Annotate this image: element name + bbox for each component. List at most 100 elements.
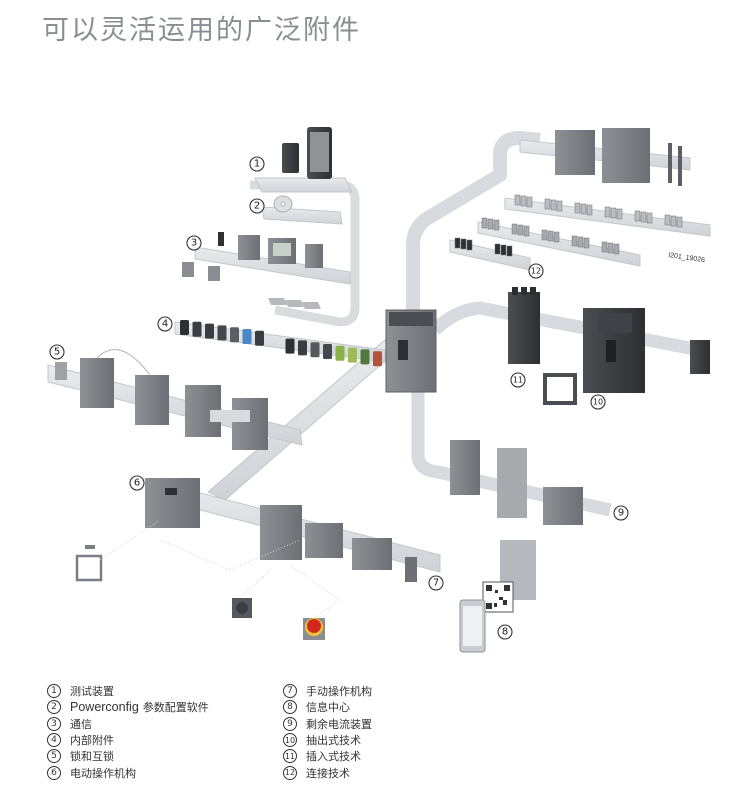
internal-accessory-module [192, 321, 202, 337]
connection-terminal [646, 212, 653, 224]
connection-terminal [553, 231, 560, 243]
internal-accessory-module [335, 345, 345, 361]
display-frame [75, 554, 103, 582]
legend-label-text: 参数配置软件 [142, 701, 209, 715]
central-circuit-breaker [385, 309, 437, 393]
callout-1: 1 [249, 156, 265, 172]
comm-connector-1 [182, 262, 194, 277]
residual-current-devices [450, 440, 583, 525]
connection-terminal [460, 238, 467, 250]
power-meter-display [273, 243, 291, 256]
connection-terminal [586, 204, 593, 216]
legend-label: 抽出式技术 [306, 734, 361, 748]
comm-module [238, 235, 260, 260]
phase-barrier [678, 146, 682, 186]
connection-terminal [640, 211, 647, 223]
connection-terminal [601, 241, 608, 253]
info-center [459, 540, 536, 653]
internal-accessory-module [180, 320, 189, 335]
connection-terminal [664, 214, 671, 226]
svg-text:5: 5 [54, 347, 60, 358]
legend-label: 连接技术 [306, 766, 350, 780]
lock-devices [55, 349, 268, 450]
svg-text:9: 9 [618, 508, 624, 519]
vertical-rail-down [411, 390, 612, 517]
svg-text:4: 4 [162, 319, 168, 330]
connection-terminal [520, 195, 527, 207]
internal-accessory-module [373, 351, 382, 367]
svg-text:6: 6 [134, 478, 140, 489]
legend-label: 手动操作机构 [306, 685, 372, 699]
rotary-operators [75, 505, 417, 640]
legend-number-badge: 6 [47, 765, 61, 780]
connection-terminal [583, 237, 590, 249]
connection-terminal [634, 210, 641, 222]
breaker-interlock-2 [232, 398, 268, 450]
powerconfig-disc [273, 195, 293, 213]
callout-9: 9 [613, 505, 629, 521]
door-frame [543, 373, 577, 405]
connection-terminal [481, 217, 488, 229]
callout-8: 8 [497, 624, 513, 640]
callout-7: 7 [428, 575, 444, 591]
connection-terminal [506, 245, 513, 257]
legend-number-badge: 3 [47, 716, 61, 731]
internal-accessory-module [242, 329, 252, 344]
page-title: 可以灵活运用的广泛附件 [42, 15, 361, 46]
internal-accessory-module [310, 342, 320, 358]
legend-label: 通信 [70, 717, 92, 731]
internal-accessory-module [323, 344, 332, 359]
legend-item: 3 通信 [47, 716, 209, 732]
connection-terminal [610, 207, 617, 219]
callout-10: 10 [590, 394, 606, 410]
legend-label: 信息中心 [306, 701, 350, 715]
legend-number-badge: 12 [283, 765, 297, 780]
legend-item: 9 剩余电流装置 [283, 716, 372, 732]
connection-terminal [670, 215, 677, 227]
connection-terminal [487, 218, 494, 230]
legend-number-badge: 8 [283, 700, 297, 715]
connection-terminal [613, 243, 620, 255]
terminal-cover-large [602, 128, 650, 183]
lock-key [55, 362, 67, 380]
motor-operator [145, 478, 200, 528]
comm-connector-2 [208, 266, 220, 281]
connection-terminal [541, 229, 548, 241]
callout-6: 6 [129, 475, 145, 491]
legend-number-badge: 10 [283, 733, 297, 748]
terminal-rows [454, 194, 683, 257]
legend-label: 电动操作机构 [70, 766, 136, 780]
svg-text:10: 10 [593, 398, 603, 407]
callout-4: 4 [157, 316, 173, 332]
callout-5: 5 [49, 344, 65, 360]
legend-number-badge: 9 [283, 716, 297, 731]
connection-terminal [517, 224, 524, 236]
legend-item: 10 抽出式技术 [283, 732, 372, 748]
interlock-bar [210, 410, 250, 422]
vertical-rail-up [406, 131, 541, 310]
callouts: 1 2 3 4 5 6 7 8 9 10 11 12 [49, 156, 629, 640]
svg-text:7: 7 [433, 578, 439, 589]
tablet-screen [310, 132, 329, 172]
connection-terminal [676, 216, 683, 228]
phase-barrier [668, 143, 672, 183]
internal-accessory-module [255, 330, 264, 346]
legend-item: 12 连接技术 [283, 764, 372, 780]
legend-label: 剩余电流装置 [306, 717, 372, 731]
legend-label: 内部附件 [70, 734, 114, 748]
internal-accessory-module [230, 327, 239, 343]
callout-2: 2 [249, 198, 265, 214]
rotary-operator-2 [305, 523, 343, 558]
rail-10-11 [430, 301, 702, 357]
svg-text:12: 12 [531, 267, 541, 276]
connection-terminal [607, 242, 614, 254]
accessories-diagram: I201_19026 1 2 [47, 127, 711, 653]
connection-terminal [580, 203, 587, 215]
connection-terminal [616, 208, 623, 220]
shelf-plate [302, 302, 321, 309]
